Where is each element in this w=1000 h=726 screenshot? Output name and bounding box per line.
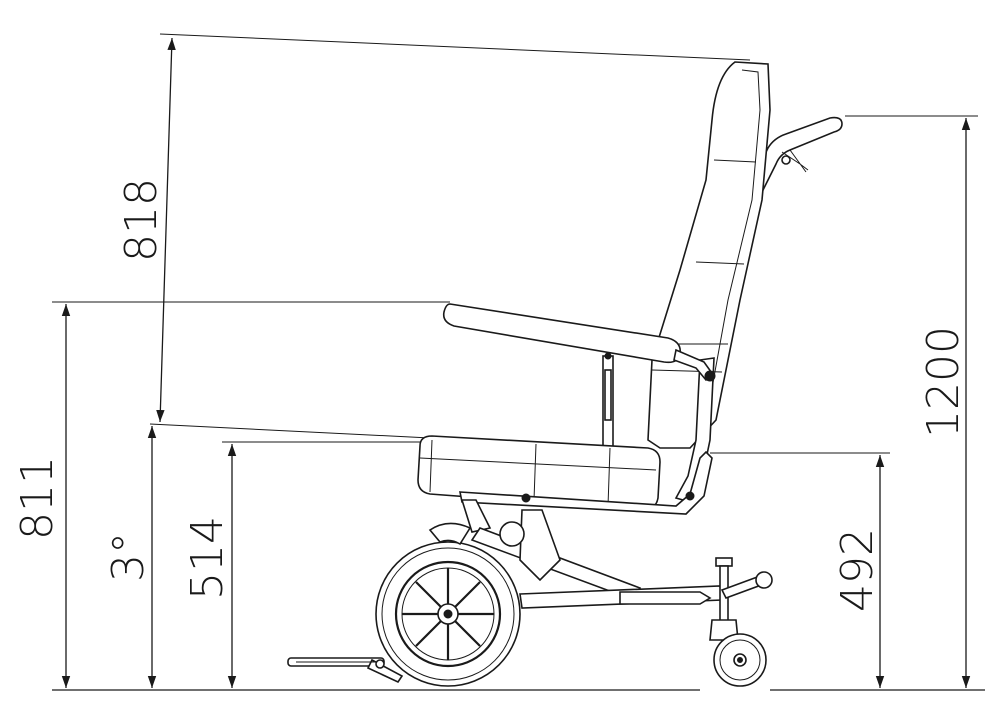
dimension-armrest: 811 [12, 301, 450, 688]
footrest [287, 657, 404, 684]
dimension-backrest: 818 [116, 33, 751, 439]
dim-label-811: 811 [12, 456, 63, 540]
wheelchair [287, 61, 843, 687]
dimension-seat-tilt: 3° [103, 426, 157, 688]
seat-cushion [417, 435, 661, 511]
dim-label-514: 514 [182, 516, 233, 600]
rear-wheel [375, 541, 521, 687]
dimension-total-height: 1200 [845, 115, 978, 688]
dimension-seat-rear: 492 [710, 452, 890, 688]
dim-label-1200: 1200 [918, 326, 969, 438]
dim-label-818: 818 [116, 178, 167, 262]
chassis [460, 499, 723, 609]
anti-tip-wheel [428, 522, 472, 546]
front-caster [709, 557, 773, 687]
dim-label-492: 492 [832, 528, 883, 612]
dim-label-tilt: 3° [103, 532, 154, 582]
dimension-seat-front: 514 [182, 441, 430, 688]
push-handle [751, 116, 843, 194]
armrest [442, 303, 716, 382]
